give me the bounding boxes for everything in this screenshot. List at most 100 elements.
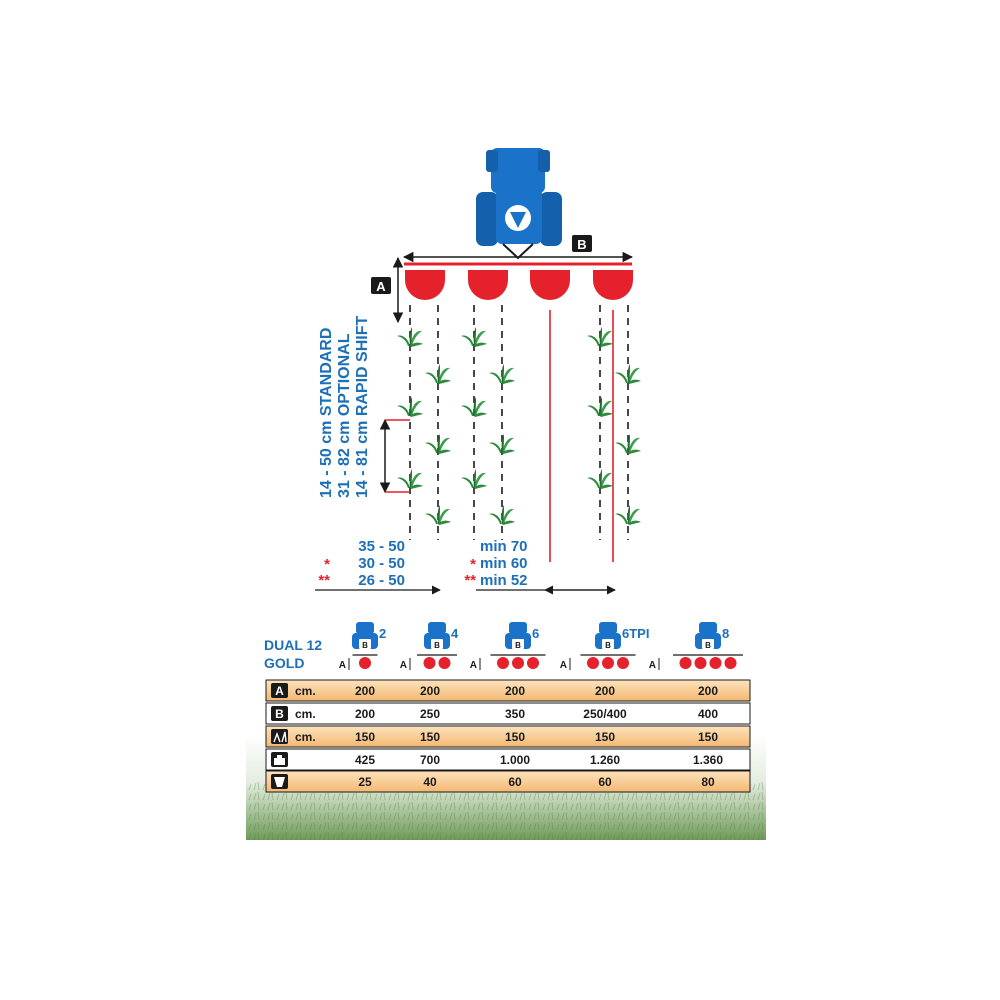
marker-a-label: A (376, 279, 386, 294)
cell-value: 250/400 (583, 707, 627, 721)
unit-dot (694, 657, 707, 669)
config-a-marker: A (400, 660, 407, 671)
cell-value: 1.260 (590, 753, 620, 767)
plant-icon (615, 505, 641, 525)
spacing-rapid-shift-label: 14 - 81 cm RAPID SHIFT (354, 316, 371, 499)
config-2: B2A (339, 622, 386, 671)
marker-a-box (371, 277, 391, 294)
svg-text:B: B (275, 707, 284, 721)
cell-value: 200 (355, 684, 375, 698)
row-background (265, 702, 751, 725)
unit-dot (438, 657, 451, 669)
config-b-marker: B (362, 641, 368, 650)
config-label: 4 (451, 626, 459, 641)
planting-depth-icon (271, 729, 288, 744)
row-width-left-1: 35 - 50 (358, 538, 405, 555)
cell-value: 1.000 (500, 753, 530, 767)
spacing-bracket (379, 418, 410, 494)
solid-row-lines (549, 310, 614, 562)
row-width-right-2: min 60 (480, 555, 528, 572)
cell-value: 25 (358, 775, 372, 789)
cell-value: 700 (420, 753, 440, 767)
unit-dot (724, 657, 737, 669)
hopper-capacity-icon (271, 774, 288, 789)
plant-icon (587, 327, 613, 347)
marker-b-label: B (577, 237, 586, 252)
planter-units (405, 270, 633, 300)
cell-value: 200 (355, 707, 375, 721)
weight-icon (271, 752, 288, 767)
cell-value: 60 (598, 775, 612, 789)
config-a-marker: A (470, 660, 477, 671)
config-b-marker: B (605, 641, 611, 650)
plant-icons (397, 327, 641, 525)
unit-dot (679, 657, 692, 669)
cell-value: 200 (698, 684, 718, 698)
cell-value: 150 (355, 730, 375, 744)
unit-dot (602, 657, 614, 669)
plant-icon (461, 469, 487, 489)
unit-dot (587, 657, 599, 669)
a-letter-icon: A (271, 683, 288, 698)
config-a-marker: A (649, 660, 656, 671)
config-a-marker: A (560, 660, 567, 671)
plant-icon (489, 505, 515, 525)
model-name-line2: GOLD (264, 655, 304, 671)
cell-value: 425 (355, 753, 375, 767)
cell-value: 350 (505, 707, 525, 721)
plant-icon (587, 469, 613, 489)
plant-icon (461, 397, 487, 417)
tractor-icon (476, 148, 562, 260)
unit-dot (423, 657, 436, 669)
cell-value: 400 (698, 707, 718, 721)
table-row: 425 700 1.000 1.260 1.360 (265, 748, 751, 771)
config-b-marker: B (705, 641, 711, 650)
config-b-marker: B (515, 641, 521, 650)
plant-icon (615, 434, 641, 454)
row-width-right-star-1: * (470, 556, 476, 573)
model-name-line1: DUAL 12 (264, 637, 322, 653)
plant-icon (489, 364, 515, 384)
row-width-left-star-1: * (324, 556, 330, 573)
unit-dot (617, 657, 629, 669)
unit-dot (709, 657, 722, 669)
unit-dot (527, 657, 539, 669)
plant-icon (425, 434, 451, 454)
unit-dot (359, 657, 371, 669)
plant-icon (397, 327, 423, 347)
row-lines (409, 305, 629, 540)
cell-value: 150 (698, 730, 718, 744)
config-label: 8 (722, 626, 729, 641)
config-6TPI: B 6TPI A (560, 622, 649, 671)
cell-value: 80 (701, 775, 715, 789)
marker-b-box (572, 235, 592, 252)
row-width-right-star-2: ** (464, 572, 476, 589)
cell-value: 1.360 (693, 753, 723, 767)
row-width-right-1: min 70 (480, 538, 528, 555)
config-b-marker: B (434, 641, 440, 650)
plant-icon (489, 434, 515, 454)
cell-value: 200 (420, 684, 440, 698)
spacing-standard-label: 14 - 50 cm STANDARD (318, 328, 335, 498)
config-label: 6TPI (622, 626, 649, 641)
plant-icon (587, 397, 613, 417)
row-width-left-star-2: ** (318, 572, 330, 589)
cell-value: 200 (595, 684, 615, 698)
unit-dot (497, 657, 509, 669)
svg-text:A: A (275, 684, 284, 698)
cell-value: 150 (595, 730, 615, 744)
plant-icon (397, 469, 423, 489)
plant-icon (397, 397, 423, 417)
row-background (265, 679, 751, 702)
row-background (265, 770, 751, 793)
cell-value: 250 (420, 707, 440, 721)
config-label: 2 (379, 626, 386, 641)
row-width-left-3: 26 - 50 (358, 572, 405, 589)
config-4: B 4A (400, 622, 459, 671)
row-width-left-2: 30 - 50 (358, 555, 405, 572)
